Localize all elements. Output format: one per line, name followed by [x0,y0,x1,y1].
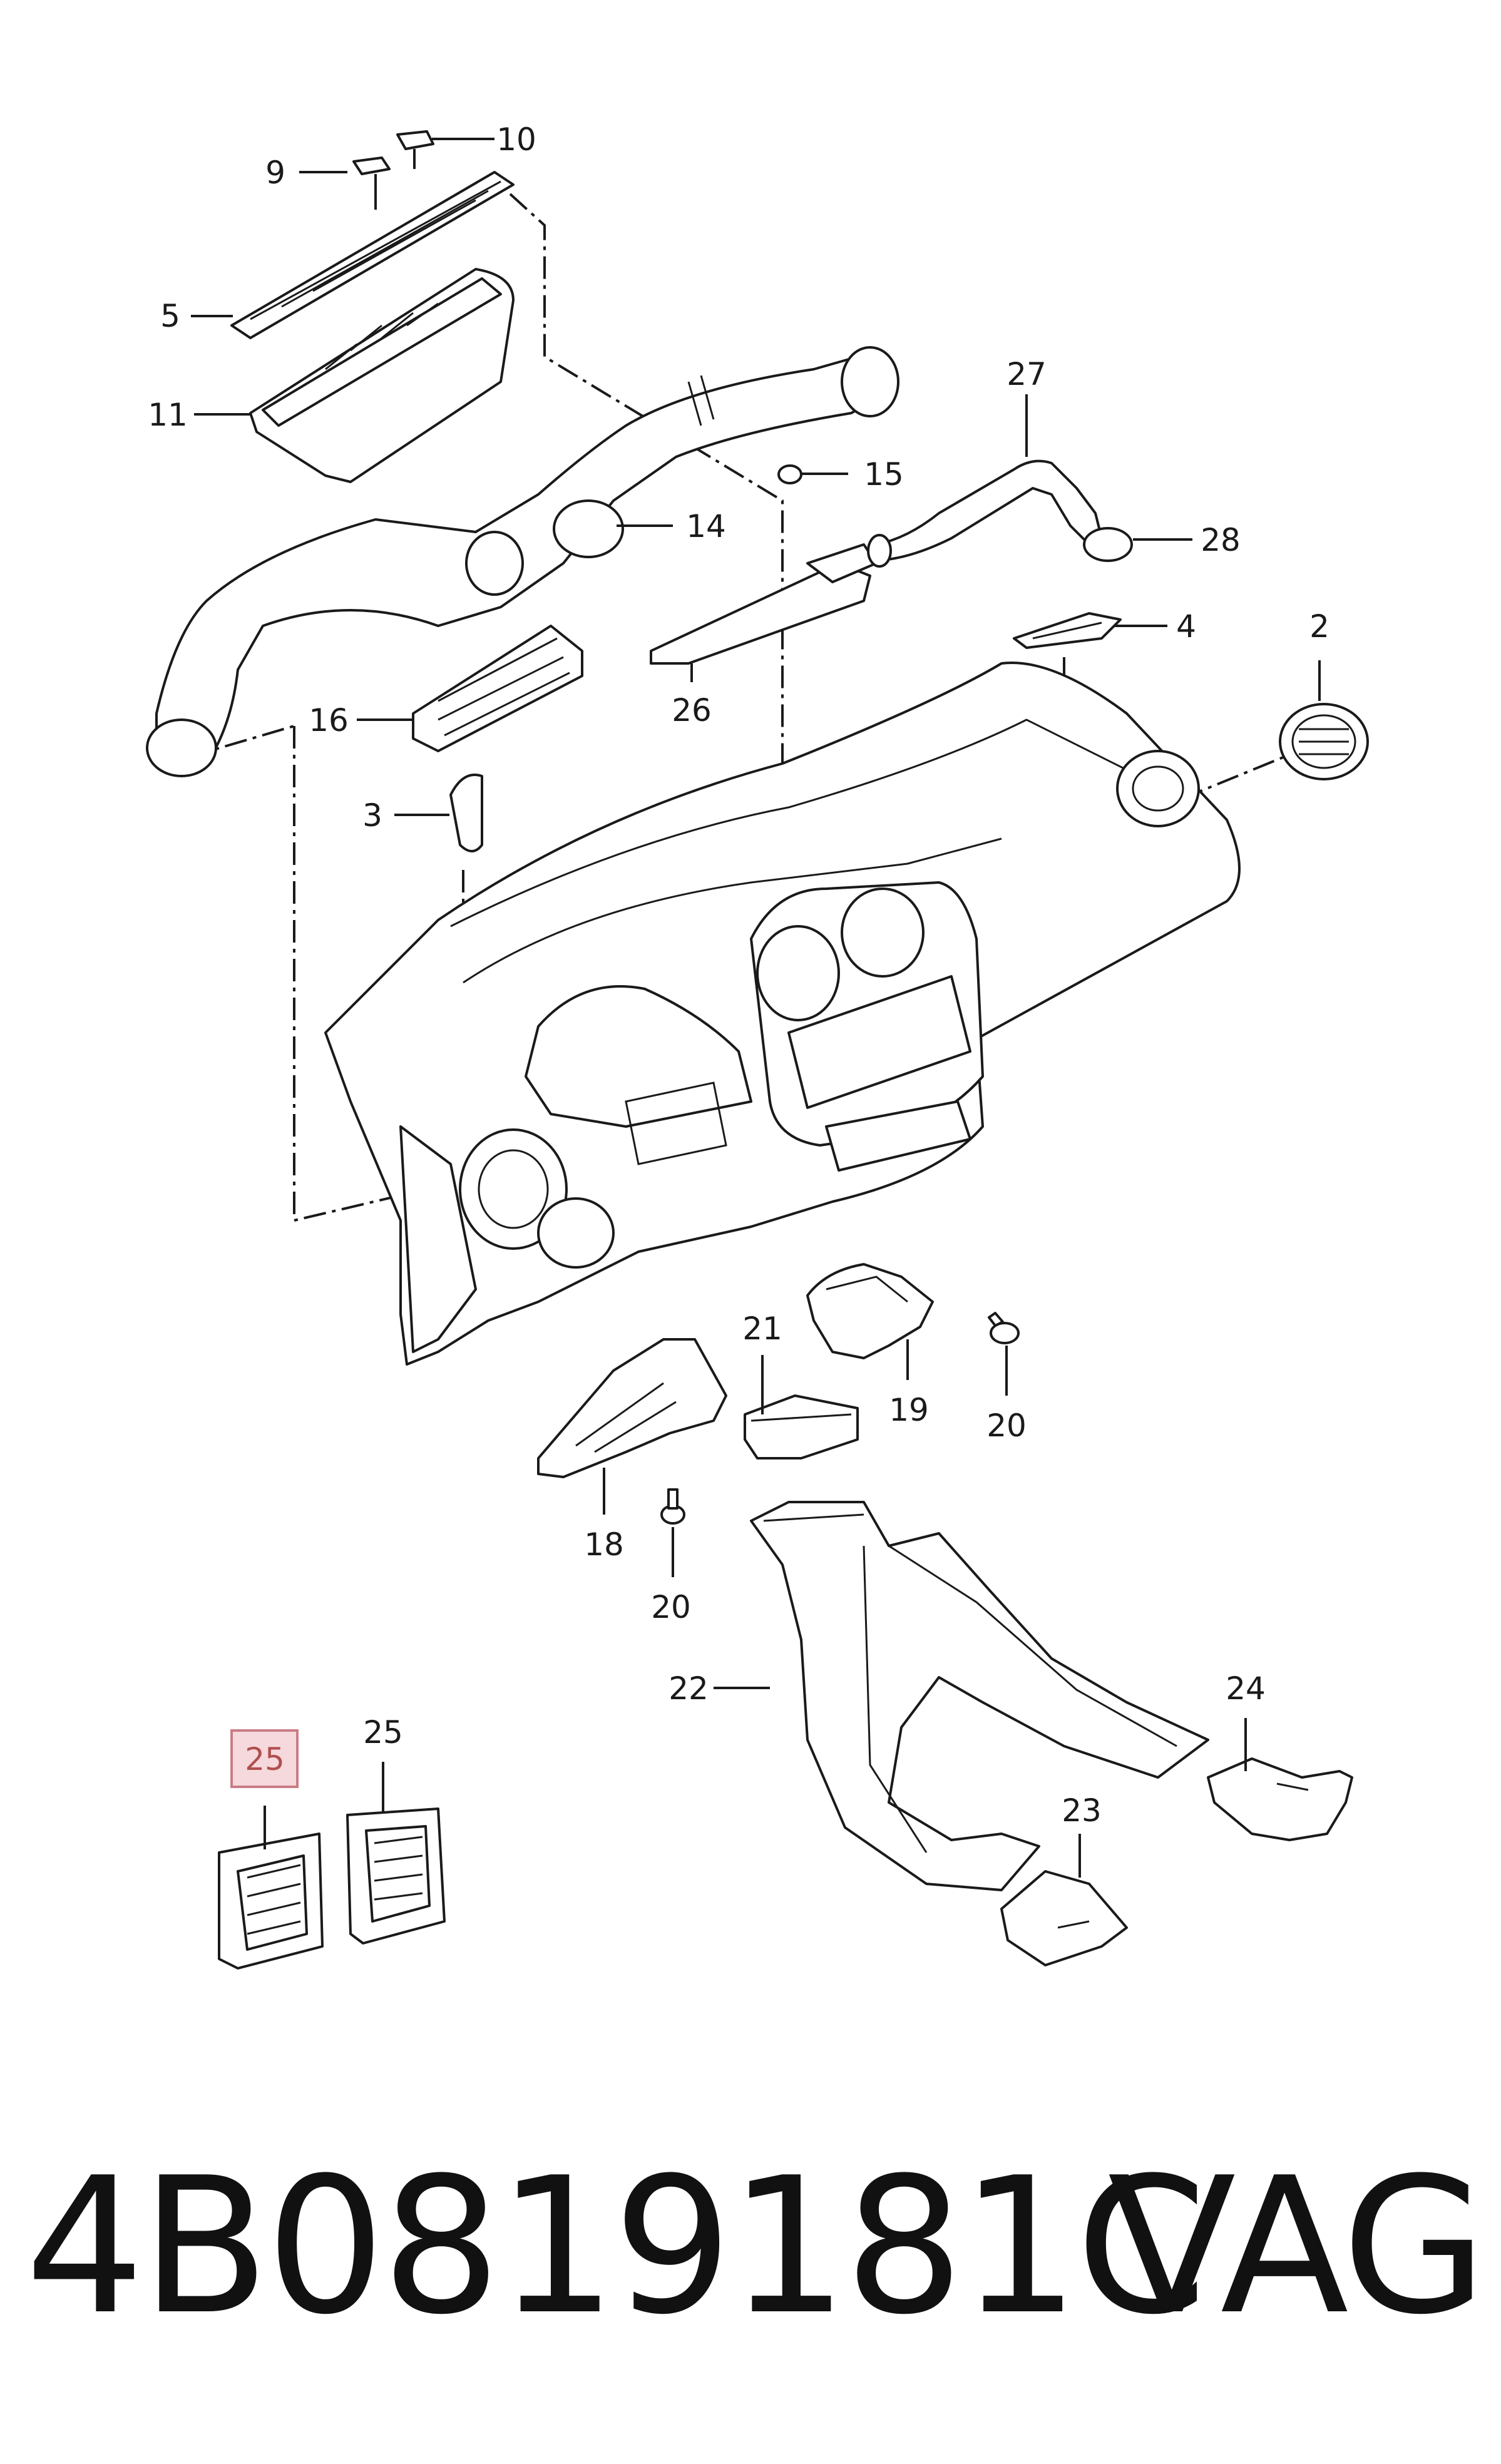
callout-labels: 9 10 5 11 14 15 16 26 27 28 4 2 3 21 19 … [148,121,1329,1829]
callout-24: 24 [1226,1670,1266,1707]
part-16-vent [412,625,583,752]
part-19-duct [806,1263,934,1359]
callout-14: 14 [686,508,726,544]
part-21-vent-duct [744,1394,859,1459]
part-3-side-vent [449,774,483,852]
leader-lines [191,138,1321,1878]
callout-20-lower: 20 [651,1589,691,1625]
callout-18: 18 [584,1526,624,1563]
part-25-vent-left [218,1833,324,1970]
callout-28: 28 [1201,522,1241,558]
dashboard-panel [324,662,1241,1366]
callout-11: 11 [148,397,188,433]
part-20-bolt-b [660,1488,685,1525]
part-10-clip [396,130,434,169]
part-2-round-vent [1279,703,1369,780]
part-18-duct [537,1338,727,1478]
callout-25: 25 [363,1714,403,1751]
part-15-grommet [777,464,802,484]
part-22-floor-duct [750,1501,1209,1891]
callout-25-highlight [230,1729,299,1788]
callout-4: 4 [1176,608,1196,645]
part-11-defroster-duct [249,268,515,483]
callout-25-highlighted: 25 [245,1741,285,1777]
part-4-vent-grille [1013,612,1122,649]
callout-2: 2 [1309,608,1329,645]
part-23-outlet [1000,1870,1128,1966]
callout-27: 27 [1007,356,1047,392]
callout-26: 26 [672,692,712,728]
part-5-vent-strip [230,171,515,339]
callout-15: 15 [864,456,904,493]
part-25-vent-right [346,1807,446,1945]
part-28-grommet [1083,527,1133,562]
part-number-footer: 4B0819181C VAG [25,2128,1487,2366]
callout-5: 5 [160,298,180,334]
part-27-hose [867,459,1103,568]
callout-20-upper: 20 [986,1408,1027,1444]
part-9-clip [352,156,391,210]
part-24-outlet [1207,1757,1353,1841]
callout-22: 22 [669,1670,709,1707]
part-26-trim [650,543,878,665]
callout-3: 3 [362,797,382,834]
part-number: 4B0819181C [25,2137,1207,2356]
upper-air-duct [146,346,899,777]
callout-16: 16 [309,702,349,739]
callout-9: 9 [265,155,285,191]
callout-23: 23 [1062,1792,1102,1829]
brand-name: VAG [1107,2137,1487,2356]
callout-21: 21 [742,1311,782,1347]
callout-19: 19 [889,1392,929,1428]
callout-10: 10 [496,121,536,158]
part-20-bolt-a [988,1312,1020,1344]
